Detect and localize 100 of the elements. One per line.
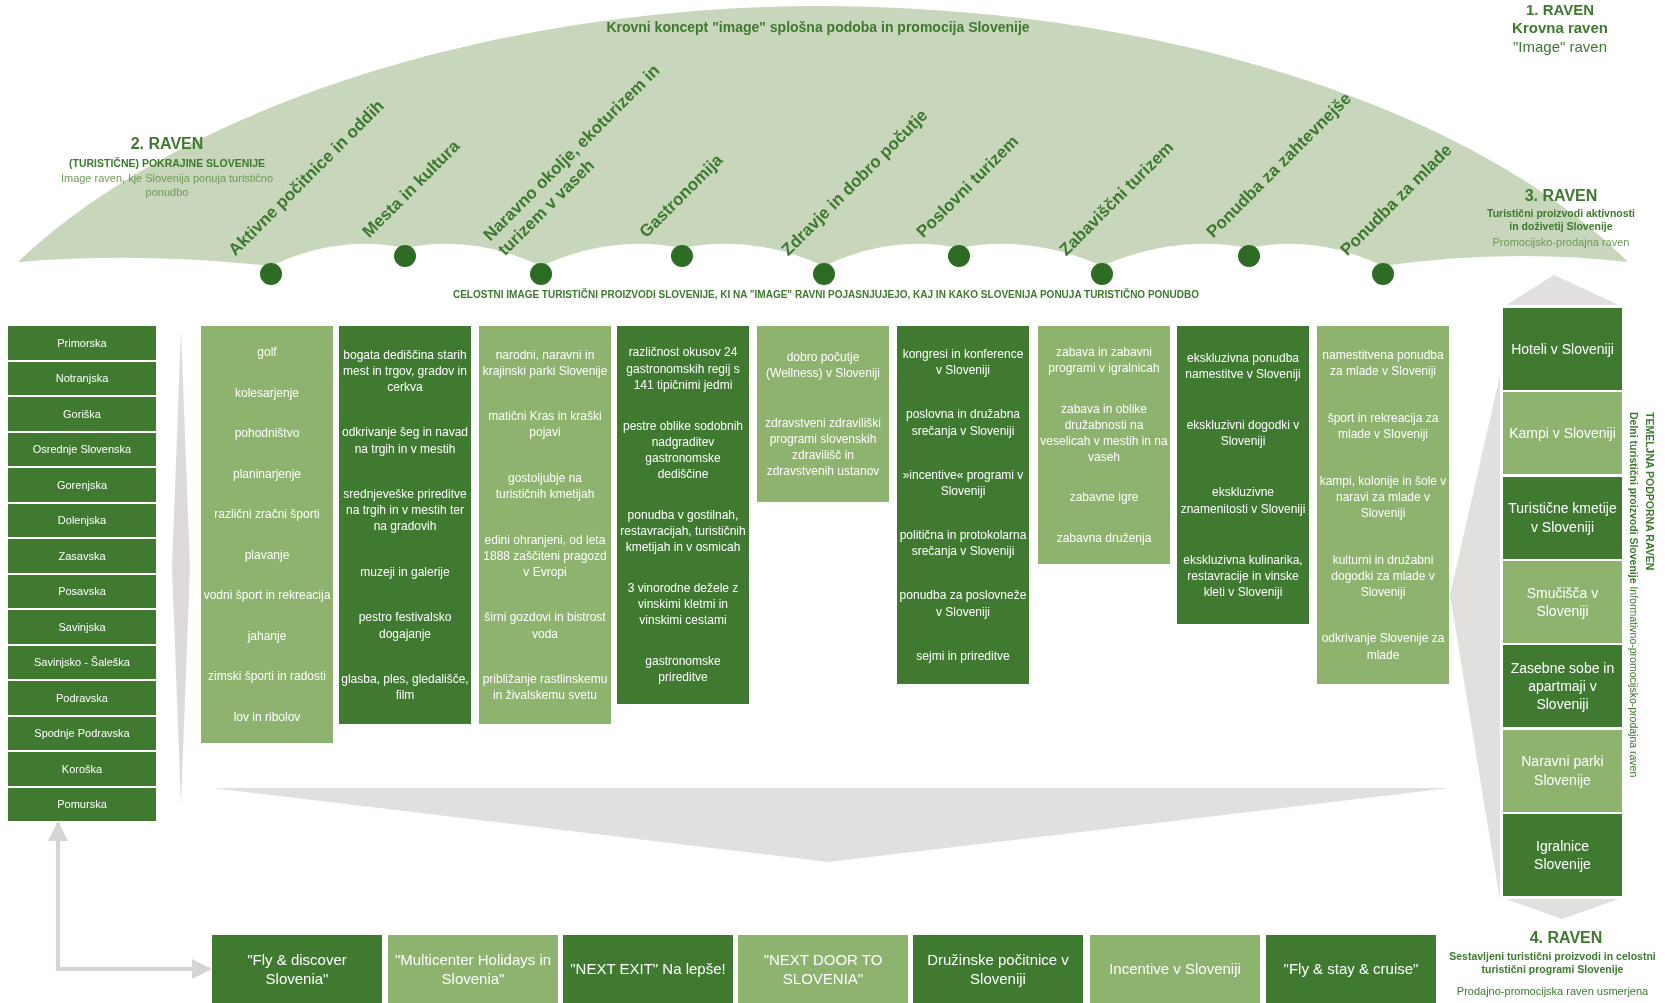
level-label: 2. RAVEN	[129, 134, 205, 154]
product-item: 3 vinorodne dežele z vinskimi kletmi in vinskimi cestami	[626, 580, 740, 629]
region-box: Podravska	[8, 681, 156, 715]
product-item: zabavna druženja	[1056, 529, 1152, 546]
product-item: gostoljubje na turističnih kmetijah	[494, 469, 596, 503]
product-column	[339, 326, 471, 724]
product-box: Igralnice Slovenije	[1503, 813, 1622, 896]
product-item: golf	[257, 344, 277, 361]
level-label: Sestavljeni turistični proizvodi in celostni turistični programi Slovenije	[1448, 950, 1657, 977]
region-box: Gorenjska	[8, 468, 156, 502]
product-item: sejmi in prireditve	[916, 647, 1010, 664]
product-column	[201, 326, 333, 743]
product-column	[757, 326, 889, 502]
product-item: edini ohranjeni, od leta 1888 zaščiteni pragozd v Evropi	[482, 531, 608, 581]
pointer-triangle	[1506, 899, 1619, 919]
product-item: približanje rastlinskemu in živalskemu svetu	[481, 670, 609, 704]
level-label: Turistični proizvodi aktivnosti in doživetij Slovenije	[1486, 207, 1636, 234]
region-box: Dolenjska	[8, 503, 156, 537]
level-label: Krovna raven	[1511, 19, 1609, 38]
level-label: 3. RAVEN	[1523, 186, 1599, 206]
product-column	[1038, 326, 1170, 564]
program-box: "NEXT EXIT" Na lepše!	[563, 935, 733, 1003]
product-item: ekskluzivna kulinarika, restavracije in vinske kleti v Sloveniji	[1182, 551, 1304, 601]
product-item: pestro festivalsko dogajanje	[357, 609, 453, 642]
product-item: kolesarjenje	[234, 384, 299, 401]
program-box: "Fly & stay & cruise"	[1266, 935, 1436, 1003]
product-item: odkrivanje šeg in navad na trgih in v mestih	[341, 424, 469, 457]
product-item: pestre oblike sodobnih nadgraditev gastronomske dediščine	[621, 417, 745, 483]
product-box: Turistične kmetije v Sloveniji	[1503, 476, 1622, 559]
product-item: zabava in oblike družabnosti na veselicah v mestih in na vaseh	[1040, 400, 1168, 466]
level-label: "Image" raven	[1512, 38, 1608, 57]
product-box: Naravni parki Slovenije	[1503, 729, 1622, 812]
product-item: muzeji in galerije	[360, 563, 450, 581]
level-label: 1. RAVEN	[1524, 1, 1596, 20]
product-item: vodni šport in rekreacija	[203, 587, 331, 604]
level-label: Prodajno-promocijska raven usmerjena	[1455, 985, 1650, 999]
concept-title: Krovni koncept "image" splošna podoba in promocija Slovenije	[605, 18, 1031, 37]
product-item: narodni, naravni in krajinski parki Slovenije	[481, 346, 609, 379]
program-box: "Fly & discover Slovenia"	[212, 935, 382, 1003]
program-box: "Multicenter Holidays in Slovenia"	[388, 935, 558, 1003]
region-box: Primorska	[8, 326, 156, 360]
level-label: 4. RAVEN	[1528, 928, 1604, 948]
product-item: ponudba v gostilnah, restavracijah, turističnih kmetijah in v osmicah	[619, 506, 747, 556]
side-wedge	[1450, 375, 1500, 900]
product-box: Hoteli v Sloveniji	[1503, 308, 1622, 390]
level-label: CELOSTNI IMAGE TURISTIČNI PROIZVODI SLOVENIJE, KI NA "IMAGE" RAVNI POJASNJUJEJO, KAJ IN KAKO SLOVENIJA PONUJA TURISTIČNO PONUDBO	[451, 289, 1201, 302]
product-item: gastronomske prireditve	[644, 653, 722, 686]
product-item: ekskluzivna ponudba namestitve v Sloveniji	[1184, 349, 1302, 382]
level-label: Image raven, kje Slovenija ponuja turistično ponudbo	[59, 172, 275, 200]
level-label: TEMELJNA PODPORNA RAVEN	[1643, 412, 1657, 571]
product-box: Smučišča v Sloveniji	[1503, 560, 1622, 643]
product-item: različni zračni športi	[214, 506, 320, 523]
product-item: kampi, kolonije in šole v naravi za mlade v Sloveniji	[1319, 472, 1447, 522]
product-item: politična in protokolarna srečanja v Sloveniji	[899, 527, 1027, 560]
product-item: glasba, ples, gledališče, film	[341, 670, 469, 704]
product-item: planinarjenje	[232, 465, 302, 482]
region-box: Pomurska	[8, 787, 156, 821]
product-item: matični Kras in kraški pojavi	[487, 408, 603, 441]
product-column	[897, 326, 1029, 684]
product-item: pohodništvo	[234, 425, 300, 442]
level-label: Delni turistični proizvodi Slovenije Informativno-promocijsko-prodajna raven	[1627, 412, 1641, 778]
product-item: zabava in zabavni programi v igralnicah	[1047, 344, 1161, 377]
product-item: »incentive« programi v Sloveniji	[901, 466, 1025, 500]
region-box: Goriška	[8, 397, 156, 431]
product-column	[1177, 326, 1309, 624]
product-item: poslovna in družabna srečanja v Sloveniji	[904, 406, 1022, 439]
product-item: plavanje	[244, 546, 290, 563]
level-label: Promocijsko-prodajna raven	[1491, 236, 1631, 250]
product-item: ponudba za poslovneže v Sloveniji	[899, 587, 1027, 620]
product-item: šport in rekreacija za mlade v Sloveniji	[1326, 409, 1440, 443]
pointer-triangle	[1506, 275, 1619, 305]
region-box: Posavska	[8, 574, 156, 608]
product-item: zabavne igre	[1069, 489, 1139, 506]
product-column	[1317, 326, 1449, 684]
region-box: Spodnje Podravska	[8, 716, 156, 750]
product-item: odkrivanje Slovenije za mlade	[1320, 630, 1446, 663]
product-item: jahanje	[247, 627, 287, 644]
product-item: kongresi in konference v Sloveniji	[901, 346, 1025, 379]
program-box: Incentive v Sloveniji	[1090, 935, 1260, 1003]
product-item: ekskluzivni dogodki v Sloveniji	[1185, 417, 1301, 450]
product-item: dobro počutje (Wellness) v Sloveniji	[765, 348, 881, 382]
product-column	[479, 326, 611, 724]
product-item: kulturni in družabni dogodki za mlade v Sloveniji	[1330, 551, 1436, 601]
product-item: različnost okusov 24 gastronomskih regij s 141 tipičnimi jedmi	[625, 344, 741, 393]
product-item: ekskluzivne znamenitosti v Sloveniji	[1179, 484, 1307, 517]
product-column	[617, 326, 749, 704]
region-box: Notranjska	[8, 361, 156, 395]
region-box: Zasavska	[8, 539, 156, 573]
product-item: bogata dediščina starih mest in trgov, gradov in cerkva	[342, 346, 468, 396]
product-box: Kampi v Sloveniji	[1503, 392, 1622, 475]
product-item: zimski športi in radosti	[208, 668, 326, 685]
product-item: zdravstveni zdraviliški programi slovenskih zdravilišč in zdravstvenih ustanov	[763, 414, 882, 480]
product-box: Zasebne sobe in apartmaji v Sloveniji	[1503, 645, 1622, 728]
program-box: "NEXT DOOR TO SLOVENIA"	[738, 935, 908, 1003]
region-box: Savinjsko - Šaleška	[8, 645, 156, 679]
product-item: namestitvena ponudba za mlade v Sloveniji	[1321, 347, 1445, 380]
level-label: (TURISTIČNE) POKRAJINE SLOVENIJE	[68, 157, 266, 171]
product-item: širni gozdovi in bistrost voda	[483, 609, 607, 642]
region-box: Savinjska	[8, 610, 156, 644]
product-item: lov in ribolov	[233, 708, 301, 725]
